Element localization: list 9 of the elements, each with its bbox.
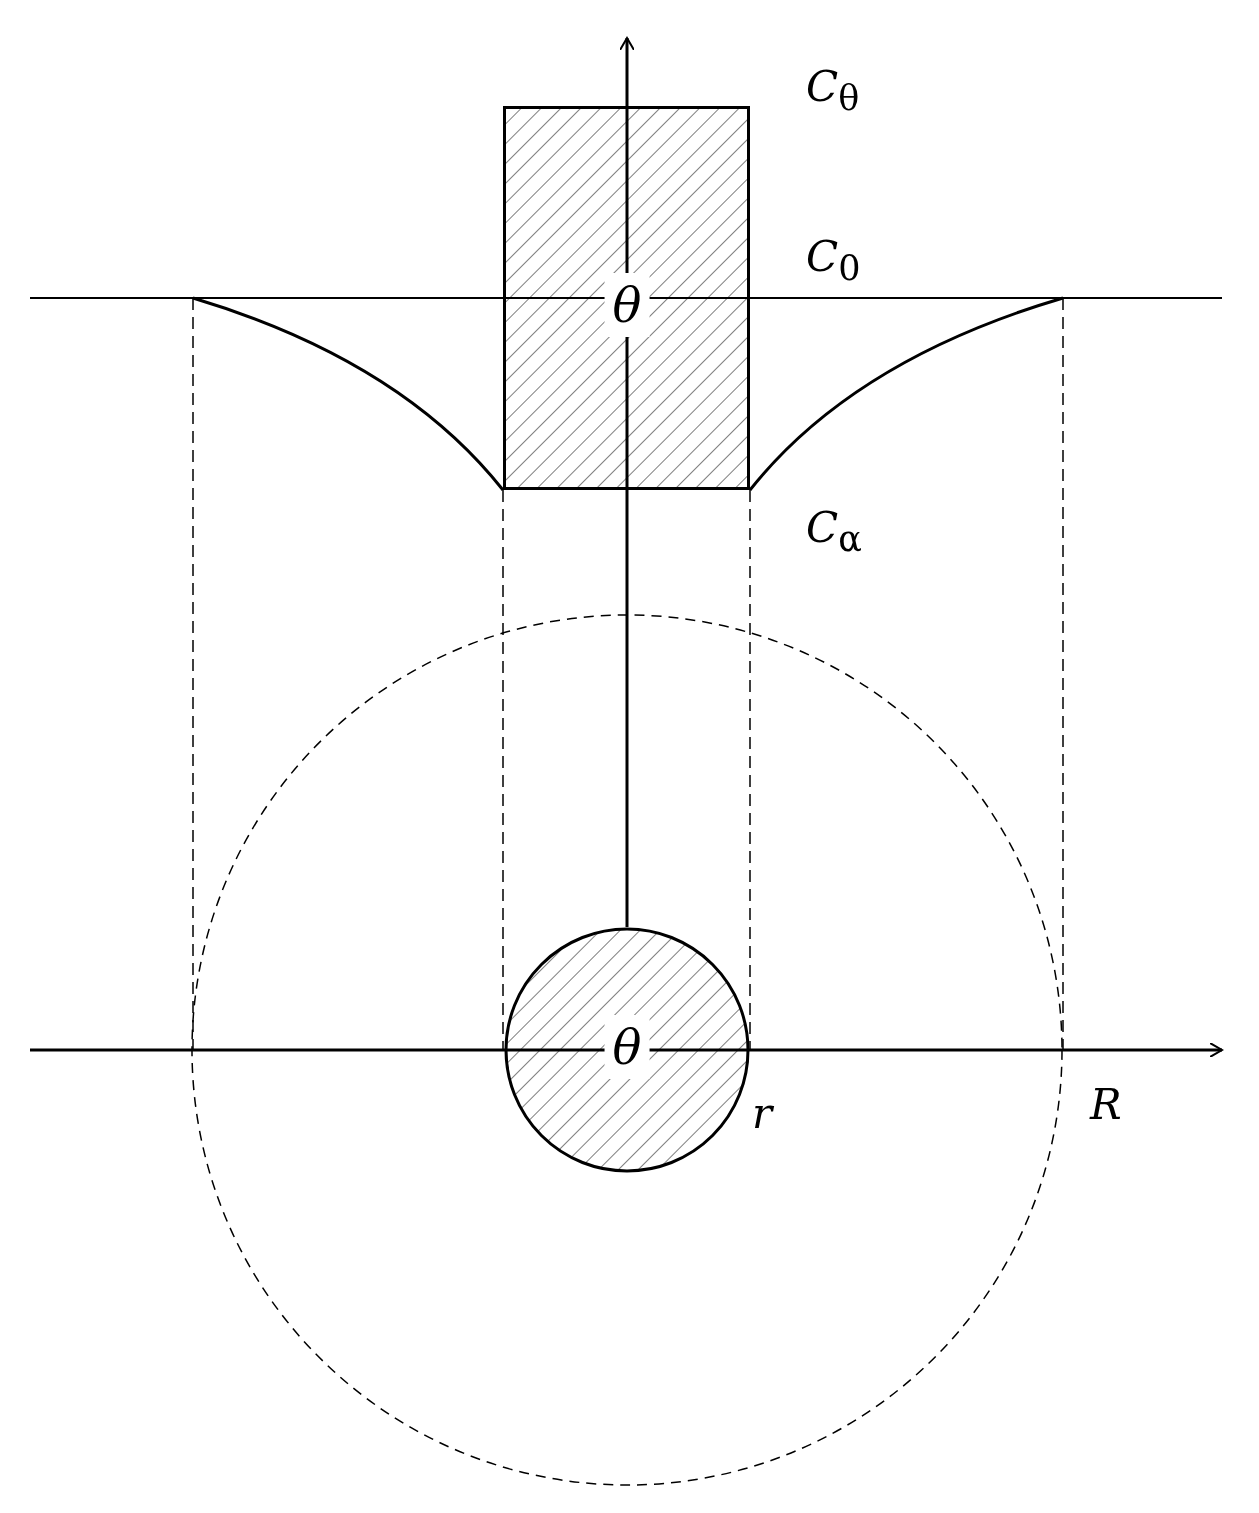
concentration-label: C$_{0}$ — [806, 232, 861, 291]
angle-symbol: θ — [604, 273, 650, 337]
concentration-label: C$_{θ}$ — [806, 62, 860, 121]
radius-label: r — [752, 1089, 773, 1139]
hatched-rectangle — [503, 106, 750, 490]
radius-label: R — [1090, 1080, 1122, 1130]
angle-symbol: θ — [604, 1015, 650, 1079]
concentration-label: C$_{α}$ — [806, 503, 862, 562]
hatched-circle — [504, 927, 750, 1173]
